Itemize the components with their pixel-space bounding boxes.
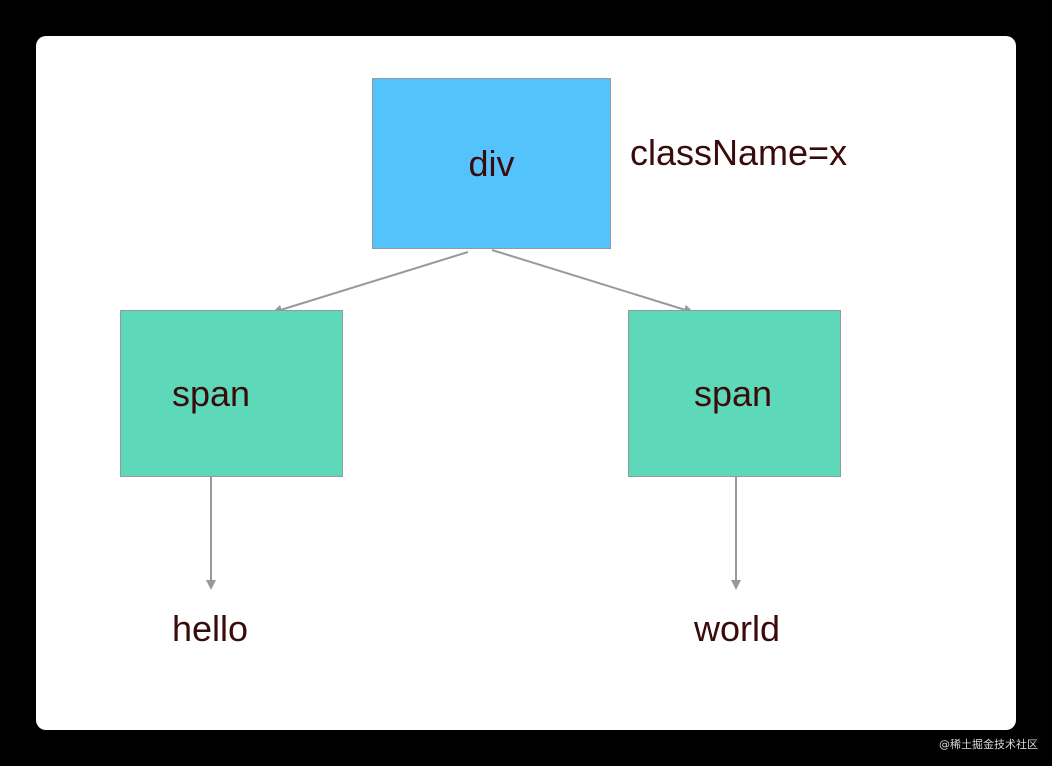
- hello-text-node: hello: [172, 608, 249, 649]
- tree-edges: [206, 249, 741, 590]
- world-text-node: world: [694, 608, 781, 649]
- div-node-label: div: [468, 142, 515, 184]
- classname-attribute-label: className=x: [630, 132, 848, 173]
- left-span-node: span: [120, 310, 343, 477]
- right-span-label: span: [694, 372, 773, 414]
- watermark: @稀土掘金技术社区: [939, 738, 1038, 751]
- right-span-node: span: [628, 310, 841, 477]
- edge-div-to-left-span: [272, 251, 469, 315]
- edge-div-to-right-span: [491, 249, 694, 315]
- left-span-label: span: [172, 372, 251, 414]
- div-node: div: [372, 78, 611, 249]
- diagram-canvas: div className=x span span hello world: [36, 36, 1016, 730]
